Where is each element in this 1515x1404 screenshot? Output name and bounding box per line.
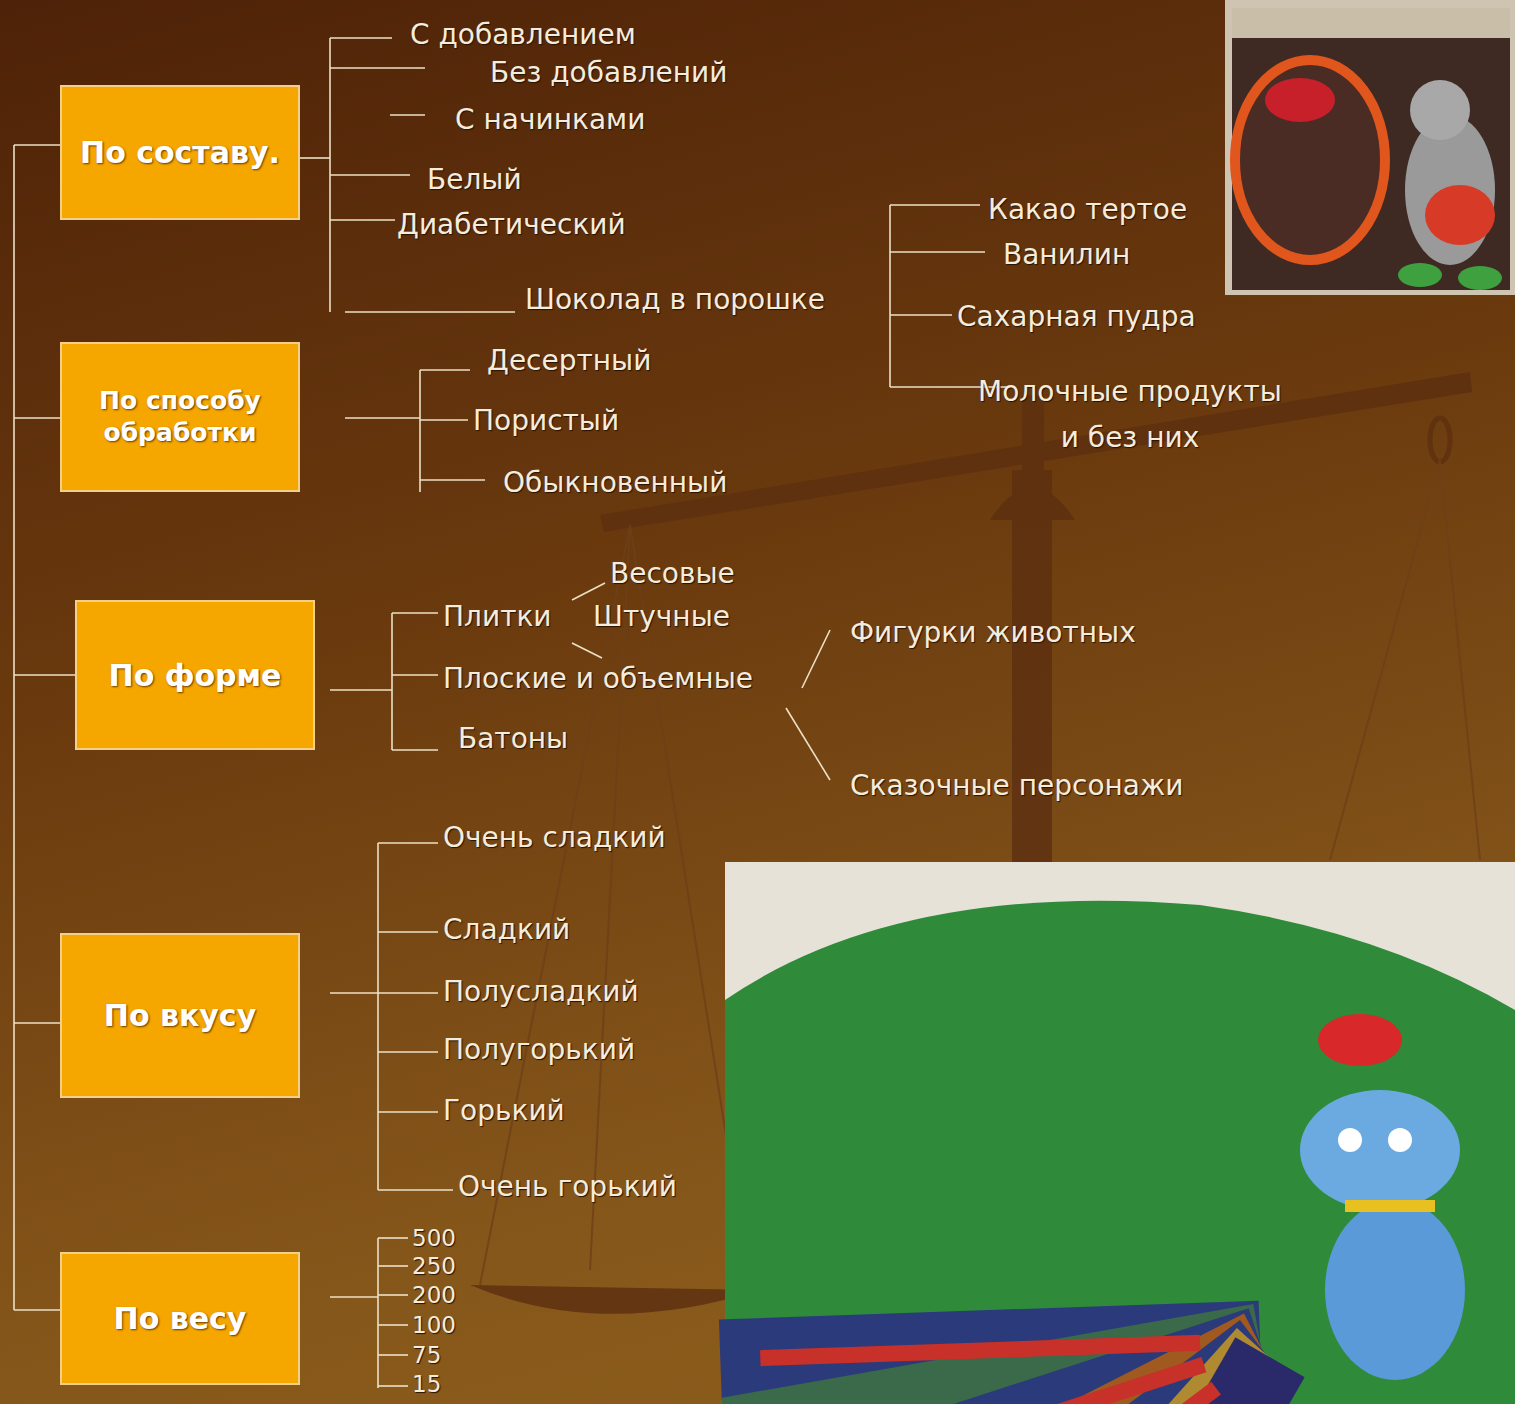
category-item: Пористый	[473, 403, 619, 439]
category-item: С добавлением	[410, 17, 636, 53]
chocolate-photo	[719, 862, 1515, 1404]
category-item: Фигурки животных	[850, 615, 1136, 651]
weight-value: 100	[412, 1311, 456, 1339]
category-box: По весу	[60, 1252, 300, 1385]
category-box: По форме	[75, 600, 315, 750]
category-title: По составу.	[80, 133, 280, 172]
category-item: Очень горький	[458, 1169, 677, 1205]
category-item: Сказочные персонажи	[850, 768, 1183, 804]
tree-lines	[14, 38, 1015, 1388]
category-box: По способу обработки	[60, 342, 300, 492]
category-item: Полугорький	[443, 1032, 635, 1068]
category-item: Плитки	[443, 599, 552, 635]
category-item: Полусладкий	[443, 974, 639, 1010]
category-item: Батоны	[458, 721, 568, 757]
category-item: Горький	[443, 1093, 565, 1129]
category-title: По весу	[114, 1299, 247, 1338]
category-item: Обыкновенный	[503, 465, 727, 501]
category-item: Шоколад в порошке	[525, 282, 825, 318]
weight-value: 200	[412, 1281, 456, 1309]
category-item: Плоские и объемные	[443, 661, 753, 697]
category-item: Десертный	[487, 343, 651, 379]
category-item: Какао тертое	[988, 192, 1187, 228]
category-box: По вкусу	[60, 933, 300, 1098]
category-item: С начинками	[455, 102, 645, 138]
category-title: По форме	[109, 656, 282, 695]
category-item: Молочные продукты и без них	[965, 369, 1295, 461]
category-box: По составу.	[60, 85, 300, 220]
category-item: Без добавлений	[490, 55, 727, 91]
category-item: Сладкий	[443, 912, 570, 948]
wrapper-photo	[1225, 0, 1515, 295]
category-item: Штучные	[593, 599, 730, 635]
category-title: По способу обработки	[74, 385, 286, 450]
category-title: По вкусу	[104, 996, 256, 1035]
weight-value: 500	[412, 1224, 456, 1252]
category-item: Диабетический	[397, 207, 626, 243]
category-item: Белый	[427, 162, 522, 198]
category-item: Очень сладкий	[443, 820, 666, 856]
weight-value: 250	[412, 1252, 456, 1280]
category-item: Ванилин	[1003, 237, 1130, 273]
category-item: Сахарная пудра	[957, 299, 1196, 335]
weight-value: 15	[412, 1370, 441, 1398]
category-item: Весовые	[610, 556, 735, 592]
weight-value: 75	[412, 1341, 441, 1369]
